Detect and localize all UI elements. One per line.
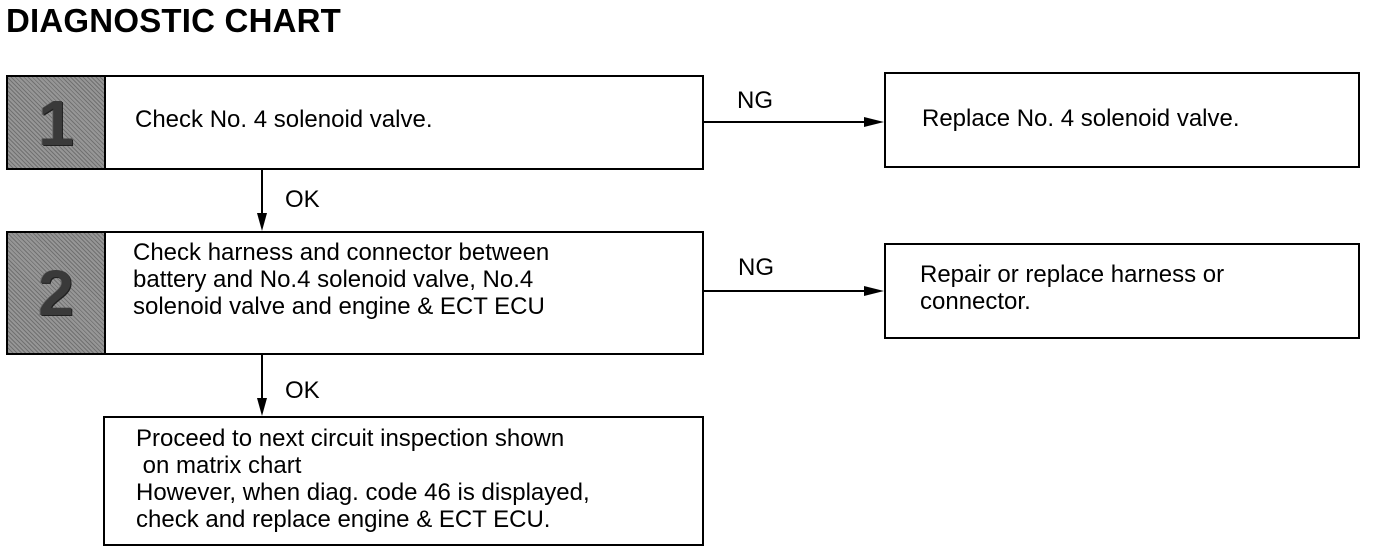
step-1-box: 1 Check No. 4 solenoid valve. <box>6 75 704 170</box>
step-1-ng-text: Replace No. 4 solenoid valve. <box>922 105 1240 132</box>
step-1-text: Check No. 4 solenoid valve. <box>135 106 433 133</box>
final-box: Proceed to next circuit inspection shown… <box>103 416 704 546</box>
ng-arrow-1-head <box>864 117 884 127</box>
step-2-number: 2 <box>38 257 74 329</box>
step-2-ok-label: OK <box>285 377 320 404</box>
chart-title: DIAGNOSTIC CHART <box>6 2 342 39</box>
step-2-ng-label: NG <box>738 254 774 281</box>
final-text: Proceed to next circuit inspection shown… <box>136 425 590 533</box>
step-2-text: Check harness and connector between batt… <box>133 239 550 320</box>
step-2-ng-text: Repair or replace harness or connector. <box>920 261 1225 315</box>
ok-arrow-2-head <box>257 398 267 416</box>
step-2-box: 2 Check harness and connector between ba… <box>6 231 704 355</box>
ok-arrow-1-head <box>257 213 267 231</box>
step-1-ok-label: OK <box>285 186 320 213</box>
step-2-badge: 2 <box>8 233 106 353</box>
step-2-ng-box: Repair or replace harness or connector. <box>884 243 1360 339</box>
step-1-badge: 1 <box>8 77 106 168</box>
step-1-number: 1 <box>38 86 74 159</box>
step-1-ng-label: NG <box>737 87 773 114</box>
ng-arrow-2-head <box>864 286 884 296</box>
step-1-ng-box: Replace No. 4 solenoid valve. <box>884 72 1360 168</box>
